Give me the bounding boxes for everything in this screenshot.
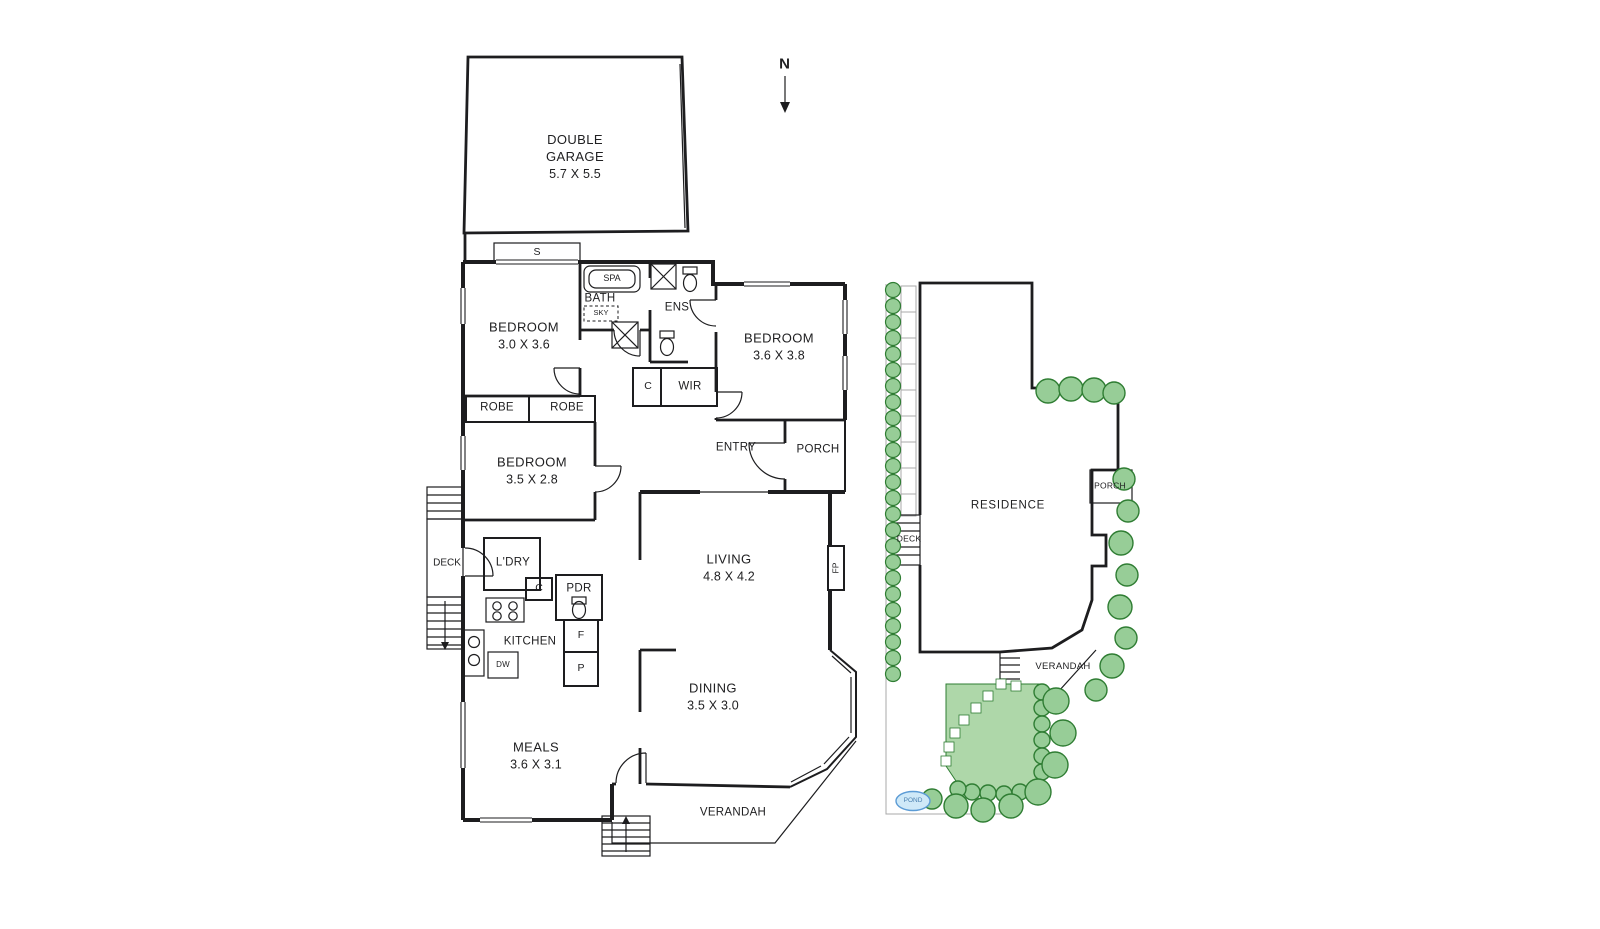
dining-dims: 3.5 X 3.0 (687, 698, 739, 713)
verandah-outline (611, 740, 857, 844)
label-pantry: P (577, 662, 585, 675)
bedroom-3-dims: 3.5 X 2.8 (506, 472, 558, 487)
label-spa: SPA (603, 273, 621, 284)
windows (459, 258, 849, 824)
label-bedroom-1: BEDROOM 3.0 X 3.6 (489, 319, 559, 352)
bedroom-1-name: BEDROOM (489, 319, 559, 335)
label-fridge: F (577, 629, 585, 642)
house-interior-walls (463, 262, 830, 784)
label-garage: DOUBLE GARAGE 5.7 X 5.5 (527, 132, 623, 182)
meals-name: MEALS (512, 739, 560, 755)
label-deck: DECK (433, 557, 461, 569)
bedroom-3-name: BEDROOM (497, 454, 567, 470)
label-cupboard-laundry: C (535, 582, 543, 595)
garage-outline (462, 55, 690, 262)
garage-dims: 5.7 X 5.5 (549, 166, 601, 181)
label-dining: DINING 3.5 X 3.0 (687, 680, 739, 713)
meals-dims: 3.6 X 3.1 (510, 757, 562, 772)
label-site-residence: RESIDENCE (970, 499, 1046, 512)
dining-name: DINING (689, 680, 737, 696)
site-plan (884, 281, 1140, 823)
north-arrow-icon (780, 76, 790, 113)
label-site-porch: PORCH (1094, 480, 1126, 491)
hedge-row (884, 281, 902, 683)
living-name: LIVING (706, 551, 752, 567)
label-dishwasher: DW (496, 659, 510, 669)
label-site-verandah: VERANDAH (1035, 660, 1091, 672)
label-storage: S (533, 246, 541, 259)
garden-trees (921, 376, 1140, 823)
bedroom-1-dims: 3.0 X 3.6 (498, 337, 550, 352)
label-bath: BATH (584, 292, 616, 305)
garage-name: DOUBLE GARAGE (545, 131, 605, 164)
label-kitchen: KITCHEN (503, 635, 557, 648)
label-laundry: L'DRY (495, 556, 531, 569)
bath-and-kitchen-fixtures (463, 263, 698, 679)
label-wir: WIR (678, 380, 702, 393)
stairs-and-deck (426, 486, 651, 857)
stepping-stones (940, 678, 1022, 767)
label-fireplace: FP (830, 562, 841, 574)
label-site-pond: POND (903, 796, 923, 804)
label-porch: PORCH (796, 443, 840, 456)
label-bedroom-2: BEDROOM 3.6 X 3.8 (744, 330, 814, 363)
label-sky: SKY (593, 308, 609, 318)
label-meals: MEALS 3.6 X 3.1 (510, 739, 562, 772)
label-robe-right: ROBE (550, 401, 584, 414)
bedroom-2-name: BEDROOM (744, 330, 814, 346)
label-verandah: VERANDAH (699, 806, 767, 819)
label-ens: ENS (664, 301, 690, 314)
label-robe-left: ROBE (480, 401, 514, 414)
compass-label: N (779, 55, 791, 73)
label-site-deck: DECK (896, 533, 922, 544)
living-dims: 4.8 X 4.2 (703, 569, 755, 584)
label-powder: PDR (566, 582, 592, 595)
pond-shape (895, 790, 931, 812)
label-bedroom-3: BEDROOM 3.5 X 2.8 (497, 454, 567, 487)
label-entry: ENTRY (715, 441, 757, 454)
bedroom-2-dims: 3.6 X 3.8 (753, 348, 805, 363)
label-living: LIVING 4.8 X 4.2 (703, 551, 755, 584)
label-cupboard-hall: C (644, 380, 652, 393)
